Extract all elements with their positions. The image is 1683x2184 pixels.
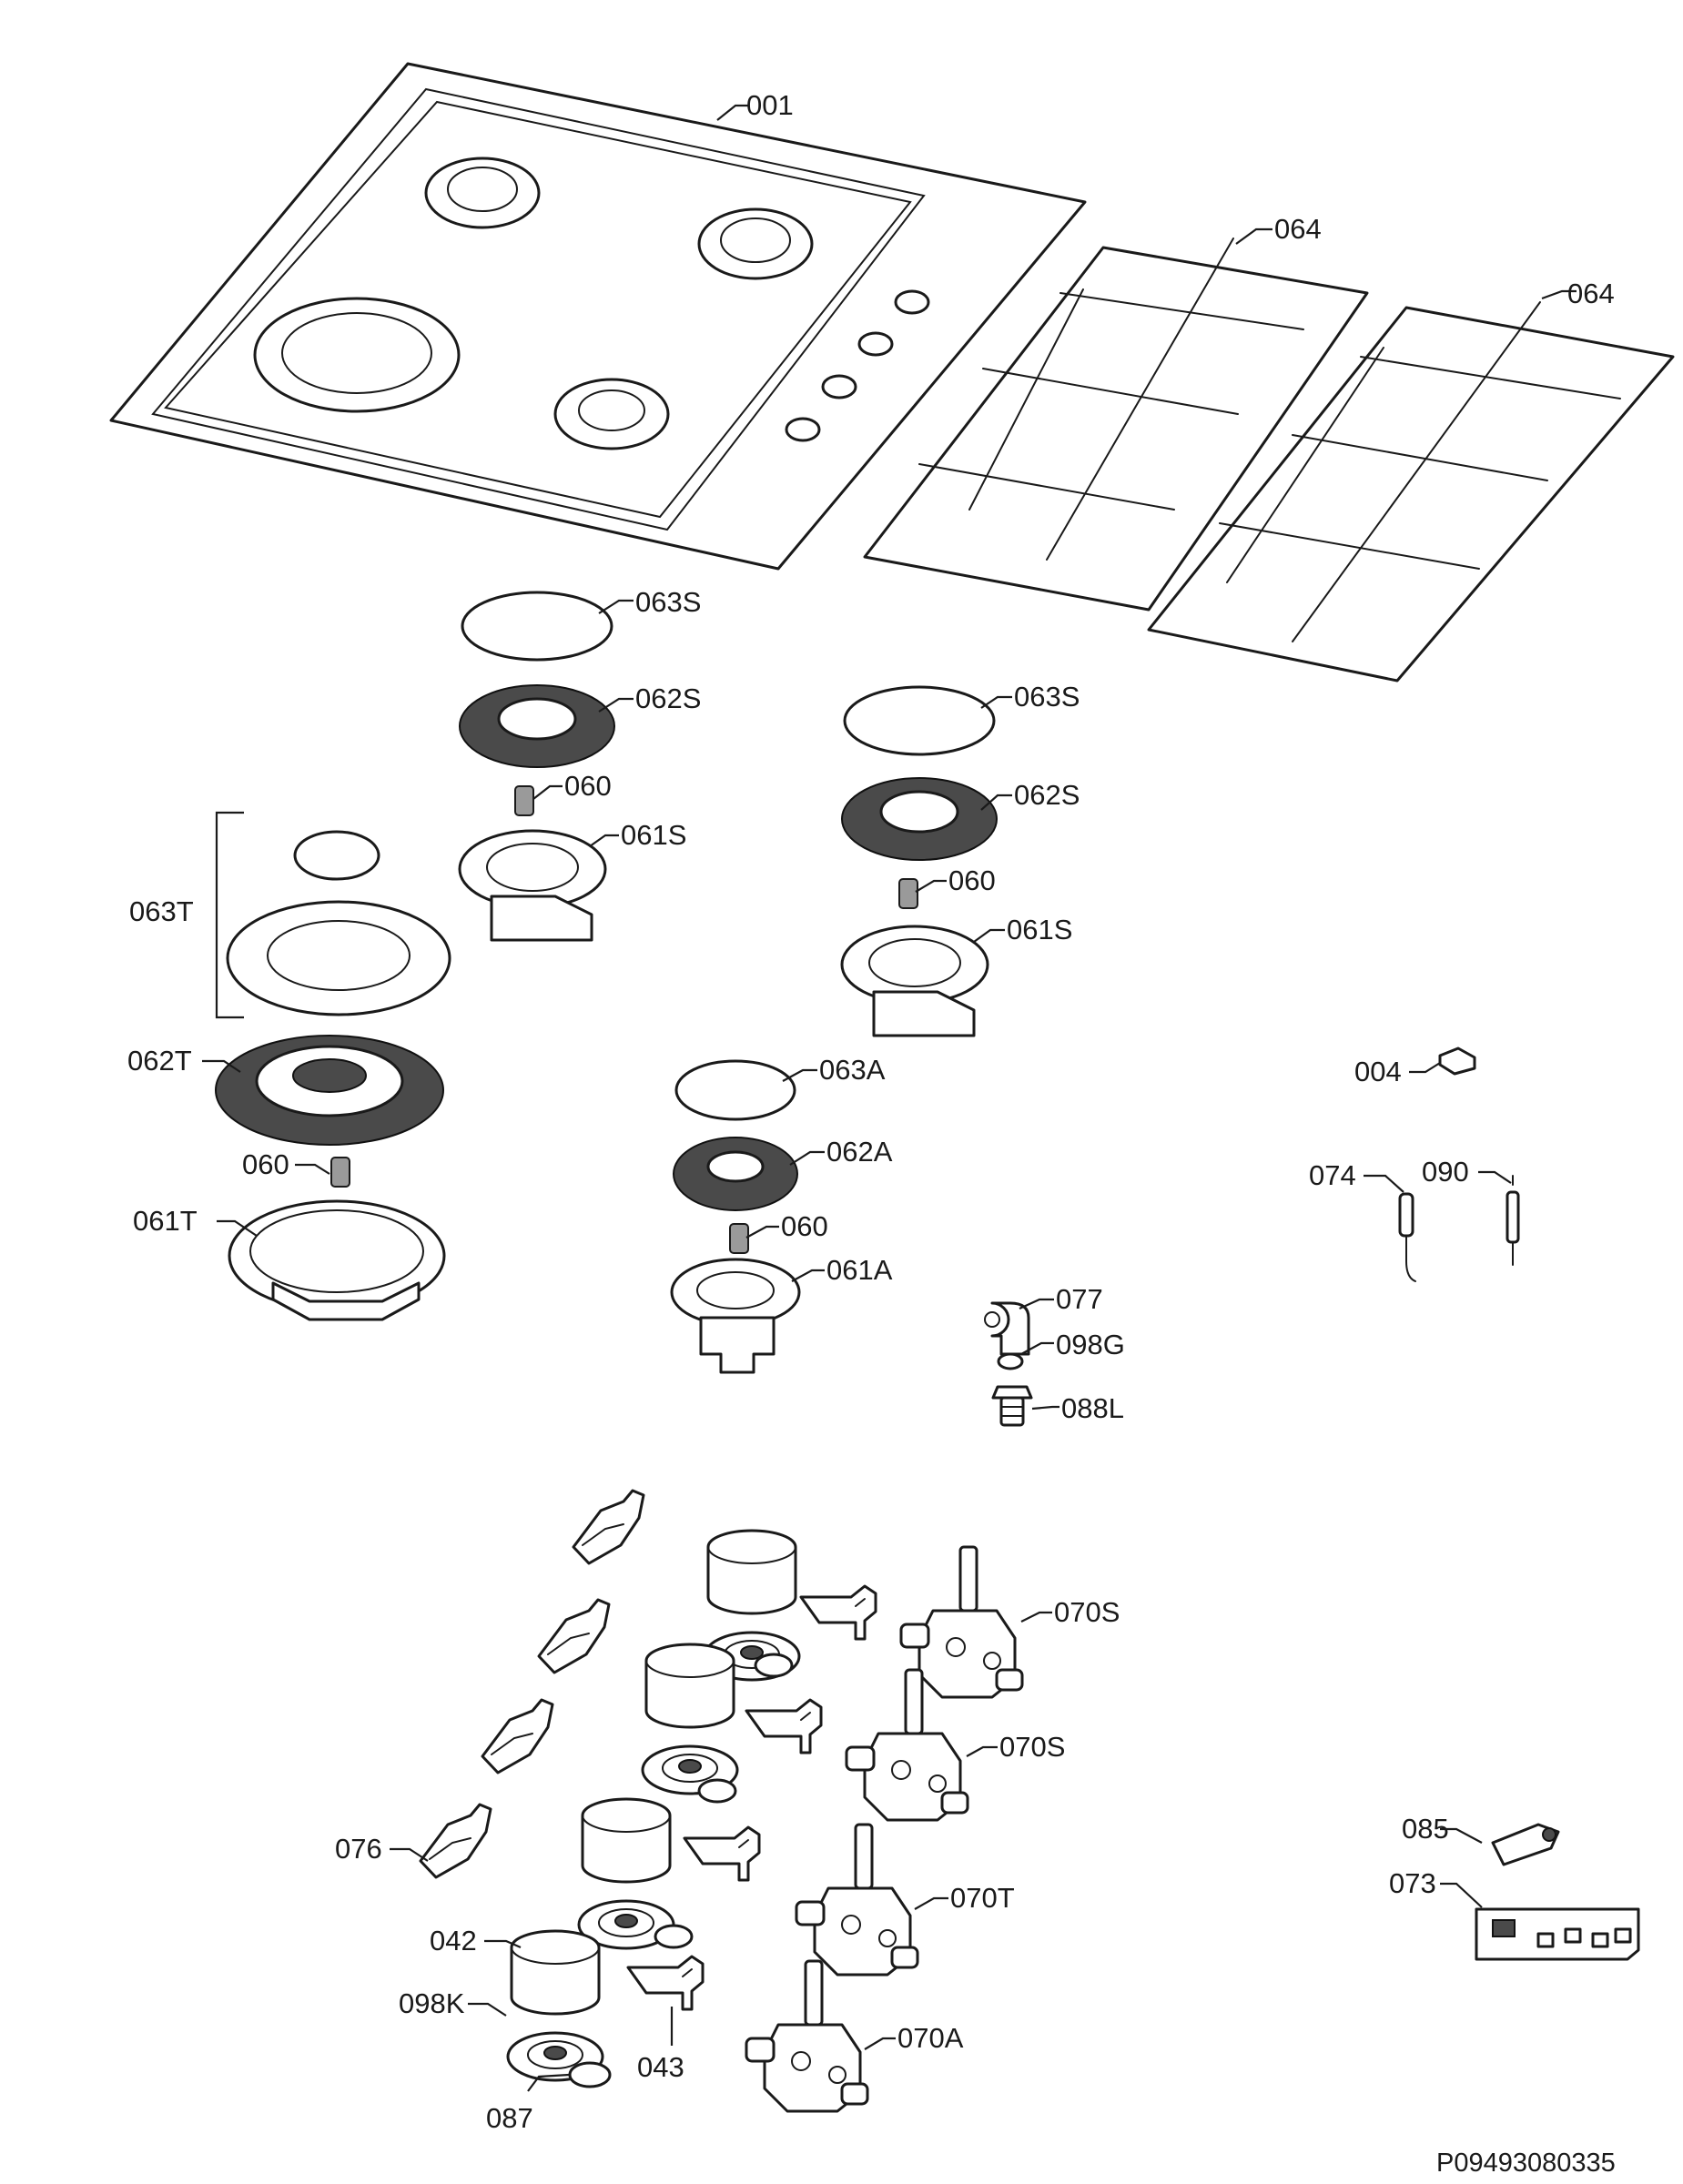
burner-body-061t: [228, 1199, 446, 1321]
burner-cap-063s-1: [461, 591, 613, 662]
burner-cap-063s-2: [843, 685, 996, 756]
label-063t: 063T: [129, 895, 194, 927]
label-088l: 088L: [1061, 1392, 1124, 1424]
label-060-2: 060: [948, 864, 996, 896]
label-062a: 062A: [826, 1136, 893, 1168]
injector-060-2: [898, 878, 918, 909]
ignition-switch-085: [1491, 1823, 1560, 1866]
label-076: 076: [335, 1833, 382, 1865]
burner-body-061s-1: [458, 829, 607, 942]
burner-crown-062s-1: [459, 684, 615, 768]
label-001: 001: [746, 89, 794, 121]
burner-cap-063a: [674, 1059, 796, 1121]
thermocouple-074: [1398, 1192, 1416, 1282]
hose-connector-088l: [991, 1385, 1033, 1427]
label-004: 004: [1354, 1056, 1402, 1087]
burner-cap-063t-small: [293, 830, 380, 881]
leader-lines: [202, 104, 1577, 2092]
label-098g: 098G: [1056, 1329, 1125, 1360]
injector-060-1: [514, 785, 534, 816]
label-060-1: 060: [564, 770, 612, 802]
label-061a: 061A: [826, 1254, 893, 1286]
label-077: 077: [1056, 1283, 1103, 1315]
burner-body-061a: [670, 1258, 801, 1374]
spark-generator-073: [1475, 1907, 1640, 1961]
washer-087: [568, 2061, 612, 2088]
label-085: 085: [1402, 1813, 1449, 1845]
label-070s-2: 070S: [999, 1731, 1065, 1763]
clip-004: [1438, 1046, 1476, 1076]
document-code: P09493080335: [1436, 2149, 1616, 2178]
label-062s-2: 062S: [1014, 779, 1080, 811]
injector-060-4: [729, 1223, 749, 1254]
ignition-electrode-090: [1506, 1175, 1520, 1266]
burner-crown-062t: [215, 1035, 444, 1146]
label-087: 087: [486, 2102, 533, 2134]
label-063a: 063A: [819, 1054, 886, 1086]
label-064-right: 064: [1567, 278, 1615, 309]
part-labels: 001 064 064 063S 062S 060 061S 063S 062S…: [127, 89, 1616, 2178]
label-061s-1: 061S: [621, 819, 686, 851]
label-064-left: 064: [1274, 213, 1322, 245]
label-061t: 061T: [133, 1205, 198, 1237]
burner-body-061s-2: [840, 925, 989, 1037]
bracket-063t: [215, 811, 244, 1019]
label-060-3: 060: [242, 1148, 289, 1180]
label-070t: 070T: [950, 1882, 1015, 1914]
burner-crown-062a: [673, 1137, 798, 1211]
control-row-2: [537, 1598, 969, 1822]
elbow-fitting-077: [984, 1301, 1030, 1356]
label-042: 042: [430, 1925, 477, 1956]
label-090: 090: [1422, 1156, 1469, 1188]
control-row-1: [572, 1489, 1024, 1699]
label-061s-2: 061S: [1007, 914, 1072, 945]
label-060-4: 060: [781, 1210, 828, 1242]
pan-support-right: [1147, 301, 1675, 682]
label-073: 073: [1389, 1867, 1436, 1899]
burner-cap-063t-ring: [226, 900, 451, 1016]
injector-060-3: [330, 1157, 350, 1188]
hob-top-panel: [109, 62, 1087, 571]
seal-098g: [997, 1352, 1024, 1370]
label-063s-2: 063S: [1014, 681, 1080, 713]
label-063s-1: 063S: [635, 586, 701, 618]
label-074: 074: [1309, 1159, 1356, 1191]
label-043: 043: [637, 2051, 684, 2083]
label-070s-1: 070S: [1054, 1596, 1120, 1628]
label-098k: 098K: [399, 1987, 465, 2019]
label-070a: 070A: [897, 2022, 964, 2054]
control-row-4: [419, 1803, 869, 2113]
burner-crown-062s-2: [841, 777, 998, 861]
control-row-3: [481, 1698, 919, 1977]
label-062s-1: 062S: [635, 682, 701, 714]
pan-support-left: [863, 238, 1369, 612]
label-062t: 062T: [127, 1045, 192, 1077]
